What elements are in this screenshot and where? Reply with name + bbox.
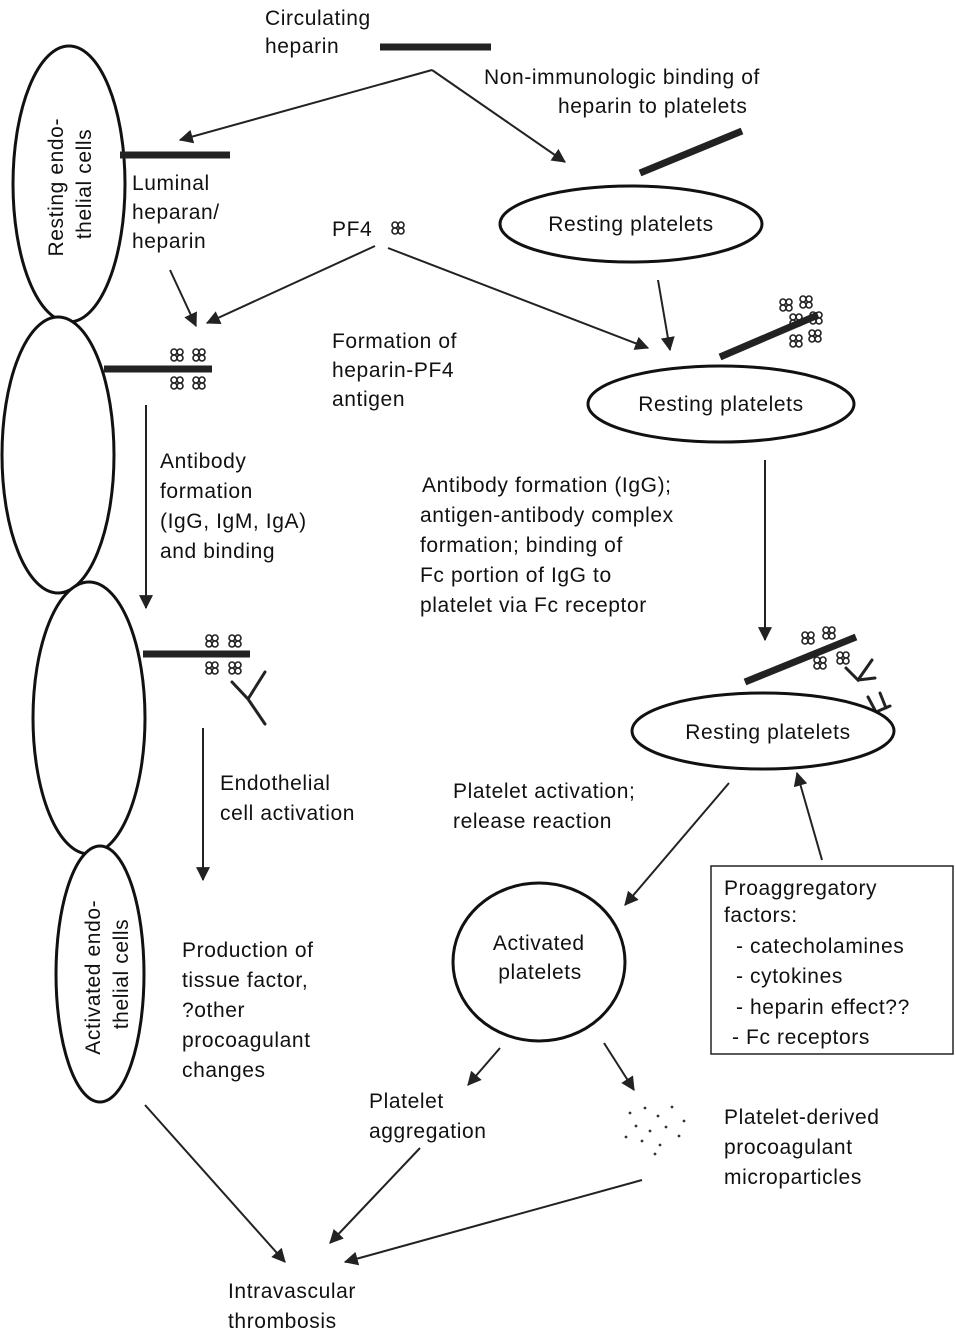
luminal-heparan-label: Luminal heparan/ heparin <box>132 172 226 253</box>
activated-endothelial-label-line1: Activated endo- <box>82 900 105 1055</box>
arrow-proaggregatory-factors <box>793 771 823 861</box>
resting-platelet-3: Resting platelets <box>630 626 896 771</box>
resting-platelet-1: Resting platelets <box>498 127 764 264</box>
intravascular-thrombosis-label: Intravascular thrombosis <box>228 1280 362 1333</box>
antibody-endothelial-icon <box>230 670 267 726</box>
arrow-luminal-to-antigen <box>169 269 197 328</box>
antibody-formation-platelet-label: Antibody formation (IgG); antigen-antibo… <box>420 474 680 617</box>
circulating-heparin-label: Circulating heparin <box>265 7 377 58</box>
arrow-aggregation-to-thrombosis <box>329 1147 421 1244</box>
activated-platelets: Activated platelets <box>451 881 627 1043</box>
formation-heparin-pf4-label: Formation of heparin-PF4 antigen <box>332 330 464 411</box>
proaggregatory-factors-box: Proaggregatory factors: - catecholamines… <box>710 865 954 1055</box>
endothelial-cell-2 <box>0 315 116 595</box>
flow-arrows <box>139 69 823 1266</box>
arrow-endothelium-to-thrombosis <box>144 1104 286 1263</box>
endothelial-cell-activated: Activated endo- thelial cells <box>54 844 146 1104</box>
resting-platelets-label-1: Resting platelets <box>548 213 713 236</box>
antibody-platelet-icon <box>844 658 877 683</box>
endothelial-cell-3 <box>31 580 147 856</box>
arrow-pf4-to-endothelium <box>205 245 376 325</box>
resting-endothelial-label-line1: Resting endo- <box>45 118 68 257</box>
resting-platelets-label-2: Resting platelets <box>638 393 803 416</box>
activated-platelets-label-line1: Activated <box>493 932 585 955</box>
arrow-heparin-to-endothelium <box>178 69 433 144</box>
endothelial-cell-1: Resting endo- thelial cells <box>11 44 127 324</box>
arrow-to-aggregation <box>467 1047 501 1086</box>
svg-text:Activated endo- thelial: Activated endo- thelial cells <box>82 893 133 1054</box>
arrow-platelet-activation <box>624 782 730 906</box>
resting-platelet-2: Resting platelets <box>586 295 856 444</box>
svg-text:Resting endo- thelial ce: Resting endo- thelial cells <box>45 112 96 257</box>
pf4-label: PF4 <box>332 218 372 241</box>
platelet-aggregation-label: Platelet aggregation <box>369 1090 487 1143</box>
svg-text:Activated platelets: Activated platelets <box>493 932 591 984</box>
microparticles-label: Platelet-derived procoagulant microparti… <box>724 1106 886 1189</box>
svg-text:Proaggregatory factors:: Proaggregatory factors: - catecholamines… <box>724 877 916 1049</box>
pf4-icon <box>391 221 405 235</box>
endothelial-activation-label: Endothelial cell activation <box>220 772 355 825</box>
arrow-heparin-to-platelets <box>431 69 566 163</box>
resting-endothelial-label-line2: thelial cells <box>73 129 96 240</box>
arrow-pf4-to-platelet <box>387 247 650 350</box>
arrow-microparticles-to-thrombosis <box>343 1179 643 1266</box>
platelet-activation-label: Platelet activation; release reaction <box>453 780 642 833</box>
arrow-platelet1-to-platelet2 <box>657 279 675 352</box>
resting-platelets-label-3: Resting platelets <box>685 721 850 744</box>
microparticles-icon <box>624 1105 686 1156</box>
arrow-to-microparticles <box>603 1042 635 1091</box>
non-immunologic-binding-label: Non-immunologic binding of heparin to pl… <box>484 66 766 118</box>
antibody-formation-endothelial-label: Antibody formation (IgG, IgM, IgA) and b… <box>160 450 313 563</box>
production-tissue-factor-label: Production of tissue factor, ?other proc… <box>182 939 320 1082</box>
activated-endothelial-label-line2: thelial cells <box>110 919 133 1030</box>
activated-platelets-label-line2: platelets <box>498 961 582 984</box>
